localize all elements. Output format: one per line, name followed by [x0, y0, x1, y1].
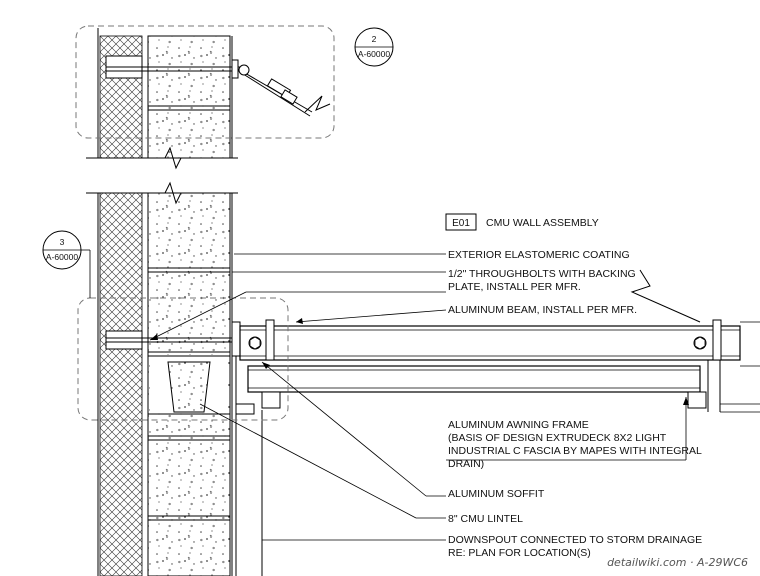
- callout-2-number: 2: [372, 34, 377, 44]
- note-exterior-coating: EXTERIOR ELASTOMERIC COATING: [448, 249, 630, 261]
- note-downspout-line2: RE: PLAN FOR LOCATION(S): [448, 547, 591, 559]
- leader-lines: [149, 253, 687, 541]
- callout-3-sheet: A-60000: [46, 252, 78, 262]
- note-awning-frame-line2: (BASIS OF DESIGN EXTRUDECK 8X2 LIGHT: [448, 432, 667, 444]
- note-awning-frame-line3: INDUSTRIAL C FASCIA BY MAPES WITH INTEGR…: [448, 445, 702, 457]
- note-awning-frame-line1: ALUMINUM AWNING FRAME: [448, 419, 589, 431]
- enlarged-view-boundary-main: [77, 297, 289, 421]
- keynote-tag: E01: [452, 218, 470, 229]
- note-throughbolts-line1: 1/2" THROUGHBOLTS WITH BACKING: [448, 268, 636, 280]
- break-line-symbol: [630, 269, 701, 323]
- callout-2-sheet: A-60000: [358, 49, 390, 59]
- top-wall-fragment: [86, 28, 331, 170]
- note-aluminum-soffit: ALUMINUM SOFFIT: [448, 488, 545, 500]
- note-throughbolts-line2: PLATE, INSTALL PER MFR.: [448, 281, 581, 293]
- section-callout-3[interactable]: 3 A-60000: [42, 230, 91, 298]
- note-cmu-lintel: 8" CMU LINTEL: [448, 513, 523, 525]
- section-callout-2[interactable]: 2 A-60000: [354, 27, 394, 67]
- aluminum-beam: [239, 319, 760, 367]
- watermark: detailwiki.com · A-29WC6: [607, 556, 748, 569]
- note-downspout-line1: DOWNSPOUT CONNECTED TO STORM DRAINAGE: [448, 534, 702, 546]
- leader-arrowheads: [150, 318, 689, 405]
- callout-3-number: 3: [60, 237, 65, 247]
- note-aluminum-beam: ALUMINUM BEAM, INSTALL PER MFR.: [448, 304, 637, 316]
- aluminum-awning-frame: [247, 360, 760, 413]
- keynote-label: CMU WALL ASSEMBLY: [486, 217, 599, 229]
- main-wall-section: [86, 181, 263, 576]
- note-awning-frame-line4: DRAIN): [448, 458, 484, 470]
- keynote-e01: E01 CMU WALL ASSEMBLY: [445, 213, 599, 231]
